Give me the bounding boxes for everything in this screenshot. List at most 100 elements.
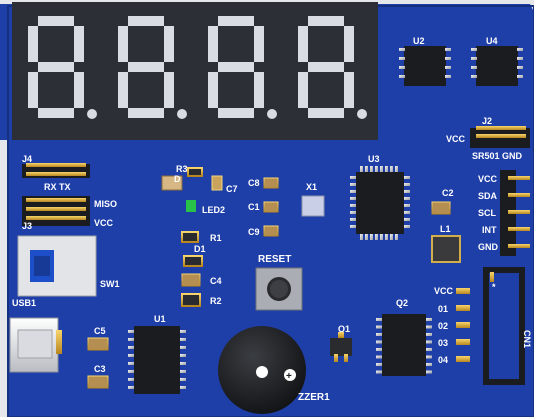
digit-4-segment-2 [344, 72, 354, 108]
digit-2-segment-6 [128, 62, 164, 72]
chip-pin [180, 386, 186, 389]
digit-2-segment-5 [118, 26, 128, 62]
label-c5: C5 [94, 326, 106, 336]
digit-1-segment-0 [38, 16, 74, 26]
chip-pin [404, 190, 410, 193]
cn1-pin-02: 02 [438, 321, 448, 331]
label-u1: U1 [154, 314, 166, 324]
chip-pin [426, 348, 432, 351]
chip-pin [350, 190, 356, 193]
chip-pin [426, 370, 432, 374]
label-c4: C4 [210, 276, 222, 286]
resistor-r3 [187, 167, 203, 177]
label-usb1: USB1 [12, 298, 36, 308]
label-r2: R2 [210, 296, 222, 306]
chip-pin [128, 370, 134, 373]
usb-connector[interactable] [9, 317, 62, 373]
label-c7: C7 [226, 184, 238, 194]
digit-4-segment-0 [308, 16, 344, 26]
cn1-pads [456, 288, 470, 362]
cap-c9 [263, 225, 279, 237]
cn1-pin-01: 01 [438, 304, 448, 314]
chip-pin [376, 318, 382, 321]
chip-pin [350, 225, 356, 228]
label-u3: U3 [368, 154, 380, 164]
pin-label-sda: SDA [478, 191, 498, 201]
crystal-x1 [301, 195, 325, 217]
buzzer-plus-icon: + [286, 371, 292, 382]
label-c3: C3 [94, 364, 106, 374]
digit-3-segment-1 [254, 26, 264, 62]
chip-pin [360, 166, 363, 172]
label-j2: J2 [482, 116, 492, 126]
diode-d1 [183, 255, 203, 267]
chip-pin [426, 318, 432, 321]
digit-3-segment-2 [254, 72, 264, 108]
chip-pin [128, 362, 134, 365]
slide-switch-sw1[interactable] [17, 235, 97, 297]
led-component [161, 175, 183, 191]
label-r1: R1 [210, 233, 222, 243]
chip-pin [426, 340, 432, 344]
chip-pin [128, 330, 134, 333]
chip-pin [180, 370, 186, 373]
chip-pin [395, 166, 398, 172]
label-j2-vcc: VCC [446, 134, 466, 144]
chip-q2 [376, 314, 432, 376]
chip-pin [404, 211, 410, 214]
chip-pin [376, 348, 382, 351]
cn1-asterisk: * [492, 282, 496, 292]
chip-pin [376, 340, 382, 344]
chip-pin [375, 166, 378, 172]
chip-pin [128, 378, 134, 381]
cap-c1 [263, 201, 279, 213]
chip-pin [376, 363, 382, 366]
chip-pin [404, 197, 410, 200]
label-miso: MISO [94, 199, 117, 209]
chip-pin [350, 176, 356, 179]
chip-pin [380, 166, 383, 172]
label-led2: LED2 [202, 205, 225, 215]
chip-pin [426, 333, 432, 336]
buzzer: + [218, 326, 306, 414]
chip-pin [365, 166, 368, 172]
chip-pin [350, 183, 356, 186]
label-u2: U2 [413, 36, 425, 46]
cap-c2 [431, 201, 451, 215]
chip-pin [385, 166, 388, 172]
label-c8: C8 [248, 178, 260, 188]
chip-pin [128, 338, 134, 341]
cap-c3 [87, 375, 109, 389]
digit-2-segment-1 [164, 26, 174, 62]
label-j3: J3 [22, 221, 32, 231]
digit-4-segment-3 [308, 108, 344, 118]
chip-pin [180, 354, 186, 357]
chip-pin [180, 338, 186, 341]
digit-1-segment-5 [28, 26, 38, 62]
chip-pin [350, 204, 356, 207]
chip-pin [350, 211, 356, 214]
cn1-pin-04: 04 [438, 355, 448, 365]
digit-2-segment-2 [164, 72, 174, 108]
label-reset: RESET [258, 254, 291, 265]
chip-pin [385, 234, 388, 240]
digit-2-decimal-point [177, 109, 187, 119]
chip-pin [404, 218, 410, 221]
resistor-r2 [181, 293, 201, 307]
chip-pin [375, 234, 378, 240]
label-sw1: SW1 [100, 279, 120, 289]
label-vcc-left: VCC [94, 218, 114, 228]
seven-segment-display [12, 2, 378, 140]
resistor-r1 [181, 231, 199, 243]
digit-1-segment-6 [38, 62, 74, 72]
reset-button[interactable] [255, 267, 303, 311]
label-q2: Q2 [396, 298, 408, 308]
label-d-small: D [174, 174, 181, 184]
header-j4 [22, 163, 90, 178]
pin-label-vcc: VCC [478, 174, 498, 184]
chip-pin [128, 386, 134, 389]
digit-4-segment-4 [298, 72, 308, 108]
cap-c8 [263, 177, 279, 189]
digit-1-segment-3 [38, 108, 74, 118]
